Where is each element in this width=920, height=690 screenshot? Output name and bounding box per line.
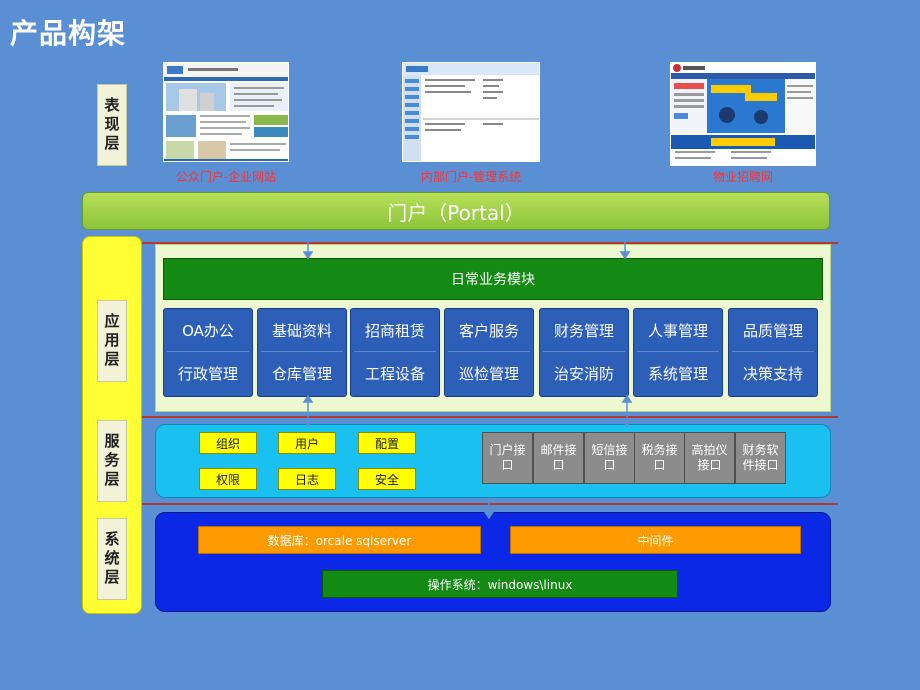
- module-label: OA办公: [182, 321, 234, 340]
- module-box: 人事管理系统管理: [633, 308, 723, 397]
- module-label: 工程设备: [364, 364, 425, 383]
- arrow-head: [302, 419, 314, 428]
- module-label: 决策支持: [742, 364, 803, 383]
- website-thumbnail-image: [164, 63, 288, 161]
- arrow-head: [621, 419, 633, 428]
- screenshot-caption: 内部门户-管理系统: [420, 170, 522, 184]
- module-divider: [732, 351, 814, 352]
- module-label: 行政管理: [177, 364, 238, 383]
- module-box: 品质管理决策支持: [728, 308, 818, 397]
- recruitment-thumbnail-image: [671, 63, 815, 159]
- module-label: 财务管理: [553, 321, 614, 340]
- module-label: 巡检管理: [458, 364, 519, 383]
- service-interface-item: 门户接口: [482, 432, 533, 484]
- service-interface-item: 短信接口: [584, 432, 635, 484]
- divider-line: [142, 416, 838, 418]
- service-basic-item: 安全: [358, 468, 416, 490]
- service-basic-item: 配置: [358, 432, 416, 454]
- module-box: 客户服务巡检管理: [444, 308, 534, 397]
- screenshot-internal-portal: [402, 62, 540, 162]
- screenshot-recruitment-site: [670, 62, 816, 166]
- service-basic-item: 用户: [278, 432, 336, 454]
- module-label: 仓库管理: [271, 364, 332, 383]
- module-divider: [354, 351, 436, 352]
- page-title: 产品构架: [10, 17, 127, 50]
- database-bar: 数据库：orcale sqlserver: [198, 526, 481, 554]
- module-box: 基础资料仓库管理: [257, 308, 347, 397]
- module-divider: [543, 351, 625, 352]
- module-label: 人事管理: [647, 321, 708, 340]
- module-box: 财务管理治安消防: [539, 308, 629, 397]
- os-bar: 操作系统：windows\linux: [322, 570, 678, 598]
- screenshot-caption: 物业招聘网: [712, 170, 773, 184]
- arrow-head: [302, 394, 314, 403]
- service-interface-item: 高拍仪接口: [684, 432, 735, 484]
- module-label: 治安消防: [553, 364, 614, 383]
- layer-label-presentation: 表现层: [97, 84, 127, 166]
- daily-business-bar: 日常业务模块: [163, 258, 823, 300]
- service-interface-item: 邮件接口: [533, 432, 584, 484]
- service-interface-item: 财务软件接口: [735, 432, 786, 484]
- module-box: OA办公行政管理: [163, 308, 253, 397]
- service-interface-item: 税务接口: [634, 432, 685, 484]
- layer-label-application: 应用层: [97, 300, 127, 382]
- module-divider: [167, 351, 249, 352]
- arrow-head: [619, 251, 631, 260]
- module-divider: [637, 351, 719, 352]
- module-divider: [261, 351, 343, 352]
- middleware-bar: 中间件: [510, 526, 801, 554]
- service-basic-item: 权限: [199, 468, 257, 490]
- internal-portal-thumbnail-image: [403, 63, 539, 161]
- module-label: 基础资料: [271, 321, 332, 340]
- screenshot-enterprise-website: [163, 62, 289, 162]
- layer-label-service: 服务层: [97, 420, 127, 502]
- arrow-head: [483, 511, 495, 520]
- module-box: 招商租赁工程设备: [350, 308, 440, 397]
- module-label: 系统管理: [647, 364, 708, 383]
- arrow-head: [302, 251, 314, 260]
- arrow-head: [621, 394, 633, 403]
- divider-line: [142, 242, 838, 244]
- module-label: 招商租赁: [364, 321, 425, 340]
- service-basic-item: 日志: [278, 468, 336, 490]
- service-basic-item: 组织: [199, 432, 257, 454]
- screenshot-caption: 公众门户-企业网站: [175, 170, 277, 184]
- module-label: 品质管理: [742, 321, 803, 340]
- layer-label-system: 系统层: [97, 518, 127, 600]
- arrow-head: [302, 228, 314, 237]
- portal-bar: 门户（Portal）: [82, 192, 830, 230]
- arrow-head: [619, 228, 631, 237]
- module-label: 客户服务: [458, 321, 519, 340]
- module-divider: [448, 351, 530, 352]
- divider-line: [142, 503, 838, 505]
